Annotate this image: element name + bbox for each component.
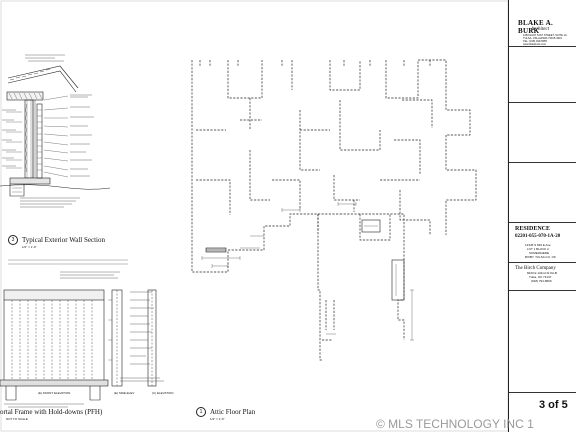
firm-role: Architect xyxy=(531,27,550,32)
project-address-line: LOT 1 BLOCK 2 xyxy=(527,247,549,251)
project-address-line: BIXBY, TULSA CO, OK xyxy=(525,255,556,259)
drawing-title: Attic Floor Plan xyxy=(210,408,256,416)
client-address-line: Tulsa, OK 74137 xyxy=(529,275,552,279)
drawing-scale: 1/4" = 1'-0" xyxy=(210,417,225,421)
client-name: The Birch Company xyxy=(515,266,556,271)
firm-address-line: TULSA, OKLAHOMA 74105-4901 xyxy=(523,37,562,40)
elevation-label: (E) SIDE ELEV xyxy=(114,391,135,395)
mls-watermark: © MLS TECHNOLOGY INC 1 xyxy=(376,417,534,431)
drawing-scale: NOT TO SCALE xyxy=(6,417,28,421)
drawing-scale: 1/2" = 1'-0" xyxy=(22,245,37,249)
wall-section-drawing xyxy=(0,65,111,197)
attic-floor-plan xyxy=(191,59,477,361)
project-address-line: 12345 S 666 E Ave xyxy=(525,243,551,247)
drawing-number-badge: 1 xyxy=(196,407,206,417)
drawing-title: Typical Exterior Wall Section xyxy=(22,236,105,244)
elevation-label: (E) FRONT ELEVATION xyxy=(38,391,71,395)
firm-address-line: TEL: (918) 949-5555 xyxy=(523,40,547,43)
client-address-line: 8220 E 122nd St #A-B xyxy=(527,271,557,275)
sheet-number: 3 of 5 xyxy=(539,399,568,411)
drawing-title: ortal Frame with Hold-downs (PFH) xyxy=(0,408,103,416)
project-title: RESIDENCE xyxy=(515,226,551,232)
firm-name: BLAKE A. BURK xyxy=(518,19,554,35)
elevation-label: (C) ELEVATION xyxy=(152,391,174,395)
firm-address-line: www.blakeburk.com xyxy=(523,43,547,46)
firm-address-line: 1250 EAST 51ST STREET, SUITE 1A xyxy=(523,34,567,37)
project-address-line: SOMEWHERE xyxy=(529,251,550,255)
wall-section-notes xyxy=(2,54,94,208)
attic-access xyxy=(205,219,405,301)
portal-frame-drawing xyxy=(0,259,157,401)
permit-number: 02201-055-070-1A-20 xyxy=(515,234,561,239)
dimension-lines xyxy=(201,202,414,341)
title-block xyxy=(508,0,576,432)
drawing-number-badge: 3 xyxy=(8,235,18,245)
client-address-line: (918) 794-8969 xyxy=(531,279,552,283)
portal-frame-notes xyxy=(4,271,164,408)
